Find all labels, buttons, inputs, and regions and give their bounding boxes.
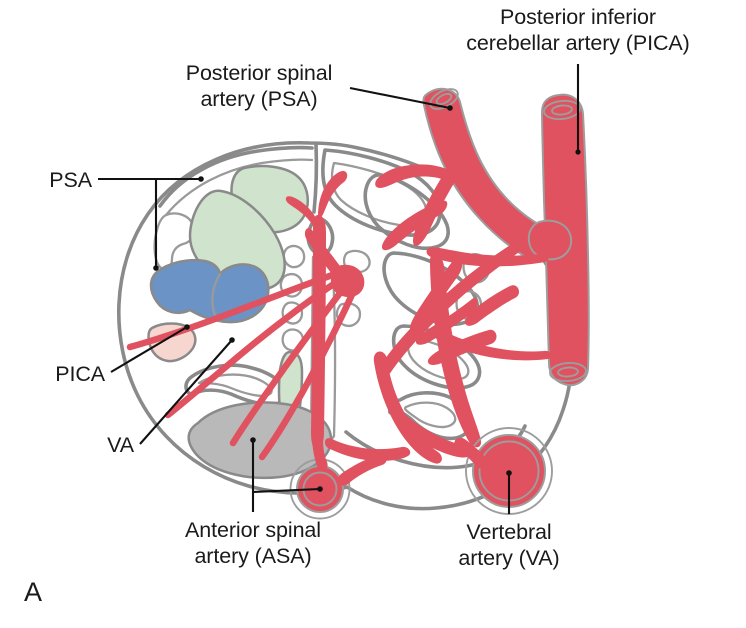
right-branch-3 [382, 200, 448, 251]
anterior-right-sweep-2 [394, 413, 471, 458]
right-inferior-olive-inner [404, 401, 457, 429]
leader-dot-pica-full [575, 149, 581, 155]
leader-lines-group [98, 64, 581, 514]
leader-dot-psa-full [447, 105, 453, 111]
left-dorsal-inner-band [164, 158, 314, 217]
right-gracile-outline [321, 148, 442, 237]
left-inferior-olive-inner [197, 373, 273, 398]
asa-circle-right-connector [338, 455, 387, 486]
leader-dot-va-short [229, 337, 235, 343]
label-va-full-line1: Vertebral [466, 520, 551, 544]
right-descending-to-va [430, 254, 482, 448]
leader-dot-psa-blue [153, 265, 159, 271]
rootlet-chain-left-4 [281, 328, 305, 352]
leader-dot-psa-surface [198, 176, 204, 182]
leader-va-short [139, 339, 233, 445]
label-va-short: VA [107, 433, 135, 457]
right-branch-2 [375, 164, 452, 188]
label-psa-full-line2: artery (PSA) [200, 87, 317, 111]
asa-top-twig-1 [317, 170, 348, 219]
arteries-group [126, 87, 590, 520]
pyramid [187, 401, 333, 480]
label-pica-full-line1: Posterior inferior [500, 5, 656, 29]
label-asa-full-line2: artery (ASA) [194, 544, 311, 568]
leader-asa-horizontal [252, 487, 321, 494]
pica-branch-lower-left [431, 330, 552, 361]
left-va-branch-line-2 [258, 282, 360, 461]
panel-label: A [24, 577, 42, 607]
anterior-right-sweep [373, 351, 442, 464]
pica-trunk-cut-end-top [543, 99, 581, 121]
label-asa-full-line1: Anterior spinal [185, 518, 321, 542]
asa-to-circle-connector [311, 432, 328, 471]
psa-cut-end [429, 88, 459, 110]
median-septum-left [309, 255, 315, 436]
right-branch-7 [464, 285, 520, 326]
label-pica-short: PICA [55, 362, 106, 386]
dorsolateral-branch-main [379, 238, 528, 377]
va-circle-connector [454, 437, 488, 469]
leader-dot-asa [317, 486, 323, 492]
anterior-spinal-artery-midline [311, 215, 326, 449]
pica-trunk-cut-end-bottom [549, 361, 587, 383]
text-labels-group: Posterior inferior cerebellar artery (PI… [24, 5, 690, 607]
anterior-branch-to-midline [324, 438, 411, 461]
label-pica-full-line2: cerebellar artery (PICA) [466, 31, 689, 55]
label-va-full-line2: artery (VA) [458, 546, 559, 570]
leader-dot-pyramid [250, 437, 256, 443]
leader-psa-full [349, 86, 451, 110]
psa-cut-end-inner [435, 92, 453, 106]
label-psa-short: PSA [49, 168, 92, 192]
rootlet-right-3 [335, 302, 362, 327]
left-pica-branch-line [164, 272, 350, 419]
left-psa-branch-line [126, 268, 345, 351]
asa-top-twig-2 [285, 196, 318, 228]
leader-dot-va-full [506, 470, 512, 476]
left-dorsal-contour [158, 145, 314, 208]
label-psa-full-line1: Posterior spinal [186, 61, 333, 85]
pica-trunk-cut-end-bottom-inner [557, 366, 579, 378]
rootlet-chain-left-1 [282, 244, 306, 269]
left-va-branch-line [229, 276, 354, 447]
leader-pica-short [110, 326, 188, 373]
pica-psa-junction [527, 219, 573, 261]
convergence-to-asa-link [304, 228, 343, 277]
posterior-median-sulcus [312, 143, 319, 214]
leader-dot-pica-short [184, 324, 190, 330]
pica-trunk-cut-end-top-inner [551, 104, 573, 116]
